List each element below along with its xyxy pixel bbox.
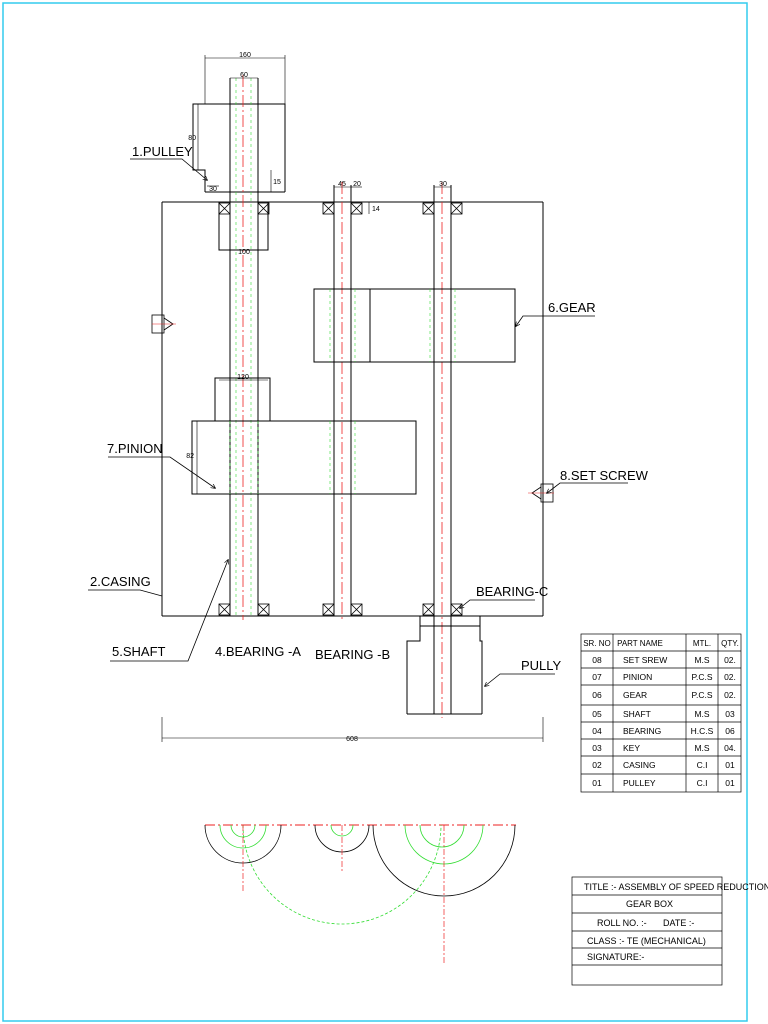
table-cell: SHAFT bbox=[623, 709, 651, 719]
label-shaft: 5.SHAFT bbox=[112, 644, 166, 659]
dim-60: 60 bbox=[240, 72, 248, 79]
shaft-c bbox=[433, 185, 452, 714]
label-pulley: 1.PULLEY bbox=[132, 144, 193, 159]
roll-number-label: ROLL NO. :- bbox=[597, 918, 647, 928]
dim-608: 608 bbox=[346, 736, 358, 743]
label-bearing-c: BEARING-C bbox=[476, 584, 548, 599]
table-cell: 01 bbox=[725, 760, 735, 770]
title-block bbox=[571, 876, 723, 986]
table-cell: GEAR bbox=[623, 690, 647, 700]
table-cell: KEY bbox=[623, 743, 640, 753]
table-header: QTY. bbox=[721, 639, 739, 648]
signature-label: SIGNATURE:- bbox=[587, 952, 644, 962]
table-cell: BEARING bbox=[623, 726, 661, 736]
bearing-b-bottom bbox=[322, 603, 363, 616]
dim-100: 100 bbox=[238, 249, 250, 256]
table-cell: C.I bbox=[697, 778, 708, 788]
sheet-border bbox=[2, 2, 748, 1022]
dim-20: 20 bbox=[353, 181, 361, 188]
set-screw-right bbox=[528, 483, 554, 503]
table-header: SR. NO bbox=[583, 639, 611, 648]
table-cell: 01 bbox=[725, 778, 735, 788]
table-cell: M.S bbox=[694, 709, 709, 719]
table-header: PART NAME bbox=[617, 639, 663, 648]
dim-30-pulley: 30 bbox=[209, 186, 217, 193]
table-cell: P.C.S bbox=[691, 690, 712, 700]
table-cell: P.C.S bbox=[691, 672, 712, 682]
class-label: CLASS :- TE (MECHANICAL) bbox=[587, 936, 706, 946]
label-gear: 6.GEAR bbox=[548, 300, 596, 315]
dim-120: 120 bbox=[237, 374, 249, 381]
bearing-a-bottom bbox=[218, 603, 270, 616]
table-cell: 02. bbox=[724, 672, 736, 682]
shaft-a bbox=[218, 78, 269, 616]
table-cell: 05 bbox=[592, 709, 602, 719]
title-subtitle: GEAR BOX bbox=[626, 899, 673, 909]
table-cell: 04. bbox=[724, 743, 736, 753]
table-cell: PULLEY bbox=[623, 778, 656, 788]
dim-30-shaft-c: 30 bbox=[439, 181, 447, 188]
label-pully: PULLY bbox=[521, 658, 562, 673]
table-cell: 02. bbox=[724, 655, 736, 665]
table-cell: 06 bbox=[592, 690, 602, 700]
table-cell: SET SREW bbox=[623, 655, 667, 665]
dim-45: 45 bbox=[338, 181, 346, 188]
table-cell: CASING bbox=[623, 760, 656, 770]
label-pinion: 7.PINION bbox=[107, 441, 163, 456]
dim-14: 14 bbox=[372, 206, 380, 213]
leader-lines bbox=[88, 158, 628, 686]
table-cell: 01 bbox=[592, 778, 602, 788]
pinion bbox=[191, 377, 417, 495]
table-cell: 03 bbox=[725, 709, 735, 719]
table-cell: M.S bbox=[694, 743, 709, 753]
table-cell: C.I bbox=[697, 760, 708, 770]
pulley bbox=[192, 103, 286, 193]
label-bearing-b: BEARING -B bbox=[315, 647, 390, 662]
table-cell: 04 bbox=[592, 726, 602, 736]
date-label: DATE :- bbox=[663, 918, 694, 928]
table-cell: PINION bbox=[623, 672, 652, 682]
table-cell: 06 bbox=[725, 726, 735, 736]
dim-80: 80 bbox=[188, 135, 196, 142]
bearing-b-top bbox=[322, 202, 363, 215]
label-casing: 2.CASING bbox=[90, 574, 151, 589]
shaft-b bbox=[333, 185, 352, 616]
table-cell: 02 bbox=[592, 760, 602, 770]
dim-160: 160 bbox=[239, 52, 251, 59]
parts-table-text: SR. NO PART NAME MTL. QTY. 08 SET SREW M… bbox=[583, 639, 739, 788]
bearing-c-top bbox=[422, 202, 463, 215]
dimension-lines bbox=[161, 55, 544, 742]
bearing-c-bottom bbox=[422, 603, 463, 616]
table-cell: 03 bbox=[592, 743, 602, 753]
bearing-a-top bbox=[218, 202, 270, 215]
set-screw-left bbox=[151, 314, 176, 334]
dim-82: 82 bbox=[186, 453, 194, 460]
gear-circles-centerlines bbox=[242, 825, 445, 965]
dim-15: 15 bbox=[273, 179, 281, 186]
parts-table bbox=[580, 633, 742, 793]
casing bbox=[161, 201, 544, 617]
table-cell: 07 bbox=[592, 672, 602, 682]
label-set-screw: 8.SET SCREW bbox=[560, 468, 649, 483]
table-cell: 08 bbox=[592, 655, 602, 665]
label-bearing-a: 4.BEARING -A bbox=[215, 644, 301, 659]
table-cell: M.S bbox=[694, 655, 709, 665]
pinion-hidden-lines bbox=[229, 421, 356, 494]
gear-circles-view bbox=[204, 824, 516, 925]
table-cell: 02. bbox=[724, 690, 736, 700]
gear bbox=[313, 288, 516, 363]
table-header: MTL. bbox=[693, 639, 711, 648]
lower-pully bbox=[406, 616, 483, 715]
title-text: TITLE :- ASSEMBLY OF SPEED REDUCTION bbox=[584, 882, 768, 892]
gear-hidden-lines bbox=[329, 289, 456, 362]
table-cell: H.C.S bbox=[691, 726, 714, 736]
